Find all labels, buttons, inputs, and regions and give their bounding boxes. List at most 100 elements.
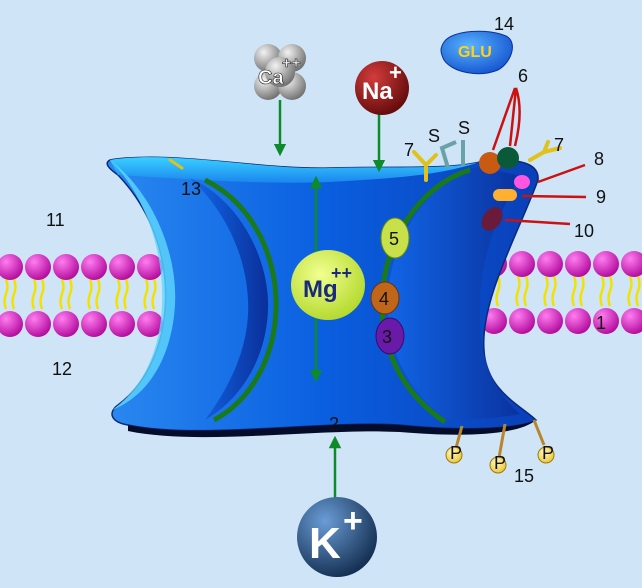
channel-protein <box>106 156 539 438</box>
lipid-tail <box>571 275 577 307</box>
pointer-lines <box>491 87 587 226</box>
label-15: 15 <box>514 466 534 486</box>
label-11: 11 <box>46 210 65 230</box>
label-7-right: 7 <box>554 135 564 155</box>
label-6: 6 <box>518 66 528 86</box>
lipid-tail <box>579 275 585 307</box>
phosphate-3: P <box>537 443 555 464</box>
lipid-head <box>137 254 163 280</box>
label-1: 1 <box>596 313 606 333</box>
label-3: 3 <box>382 327 392 347</box>
lipid-tail <box>515 275 521 307</box>
label-9: 9 <box>596 187 606 207</box>
lipid-head <box>509 251 535 277</box>
lipid-head <box>593 308 619 334</box>
calcium-ion: Ca ++ <box>254 44 306 100</box>
lipid-head <box>109 311 135 337</box>
sodium-ion: Na + <box>355 60 409 115</box>
lipid-head <box>53 311 79 337</box>
lipid-tail <box>123 278 129 310</box>
lipid-head <box>137 311 163 337</box>
label-13: 13 <box>181 179 201 199</box>
lipid-tail <box>11 278 17 310</box>
lipid-tail <box>495 275 501 307</box>
phosphate-1: P <box>445 443 463 464</box>
svg-text:P: P <box>450 443 462 463</box>
lipid-head <box>109 254 135 280</box>
disulfide-s2: S <box>458 118 470 138</box>
lipid-tail <box>551 275 557 307</box>
label-7-left: 7 <box>404 140 414 160</box>
lipid-head <box>509 308 535 334</box>
lipid-tail <box>87 278 93 310</box>
lipid-tail <box>95 278 101 310</box>
glycosylation-left <box>412 150 438 182</box>
lipid-tail <box>635 275 641 307</box>
lipid-tail <box>151 278 157 310</box>
lipid-tail <box>143 278 149 310</box>
channel-top-rim <box>110 157 480 183</box>
left-subunit-edge <box>203 177 279 423</box>
lipid-head <box>25 254 51 280</box>
lipid-tail <box>599 275 605 307</box>
glycosylation-right <box>528 140 562 162</box>
lipid-bilayer-right <box>481 251 642 334</box>
disulfide-s1: S <box>428 126 440 146</box>
svg-text:Mg: Mg <box>303 276 338 303</box>
glutamate-binding-domain <box>479 147 530 231</box>
lipid-tail <box>67 278 73 310</box>
label-5: 5 <box>389 229 399 249</box>
magnesium-ion: Mg ++ <box>291 250 365 320</box>
label-10: 10 <box>574 221 594 241</box>
svg-text:+: + <box>343 502 363 540</box>
svg-text:+: + <box>389 60 402 85</box>
potassium-ion: K + <box>297 497 377 577</box>
label-2: 2 <box>329 414 339 434</box>
lipid-head <box>593 251 619 277</box>
lipid-head <box>0 254 23 280</box>
lipid-head <box>565 251 591 277</box>
lipid-tail <box>627 275 633 307</box>
phosphate-2: P <box>489 453 507 474</box>
lipid-tail <box>31 278 37 310</box>
left-rim-highlight <box>110 160 176 410</box>
svg-text:++: ++ <box>331 263 352 283</box>
binding-site-5 <box>380 217 410 259</box>
lipid-head <box>81 254 107 280</box>
lipid-head <box>537 251 563 277</box>
lipid-tail <box>115 278 121 310</box>
disulfide-bond <box>439 140 465 169</box>
label-12: 12 <box>52 359 72 379</box>
binding-site-3 <box>375 317 405 355</box>
lipid-head <box>81 311 107 337</box>
lipid-tail <box>3 278 9 310</box>
channel-bottom-shadow <box>128 420 536 438</box>
svg-text:Na: Na <box>362 78 393 105</box>
svg-text:Ca: Ca <box>258 67 284 89</box>
binding-site-4 <box>370 281 400 315</box>
label-4: 4 <box>379 289 389 309</box>
svg-text:P: P <box>494 453 506 473</box>
label-8: 8 <box>594 149 604 169</box>
svg-text:K: K <box>309 519 341 568</box>
lipid-head <box>565 308 591 334</box>
lipid-tail <box>543 275 549 307</box>
lipid-head <box>621 308 642 334</box>
label-14: 14 <box>494 14 514 34</box>
lipid-tail <box>607 275 613 307</box>
lipid-head <box>0 311 23 337</box>
phosphate-groups <box>454 419 546 459</box>
lipid-bilayer-left <box>0 254 163 337</box>
glycosylation-top <box>168 158 184 170</box>
svg-text:GLU: GLU <box>458 44 492 61</box>
lipid-tail <box>59 278 65 310</box>
lipid-tail <box>39 278 45 310</box>
lipid-head <box>25 311 51 337</box>
left-subunit-inner <box>190 178 269 420</box>
lipid-head <box>537 308 563 334</box>
svg-text:P: P <box>542 443 554 463</box>
svg-text:++: ++ <box>282 55 301 72</box>
lipid-tail <box>523 275 529 307</box>
